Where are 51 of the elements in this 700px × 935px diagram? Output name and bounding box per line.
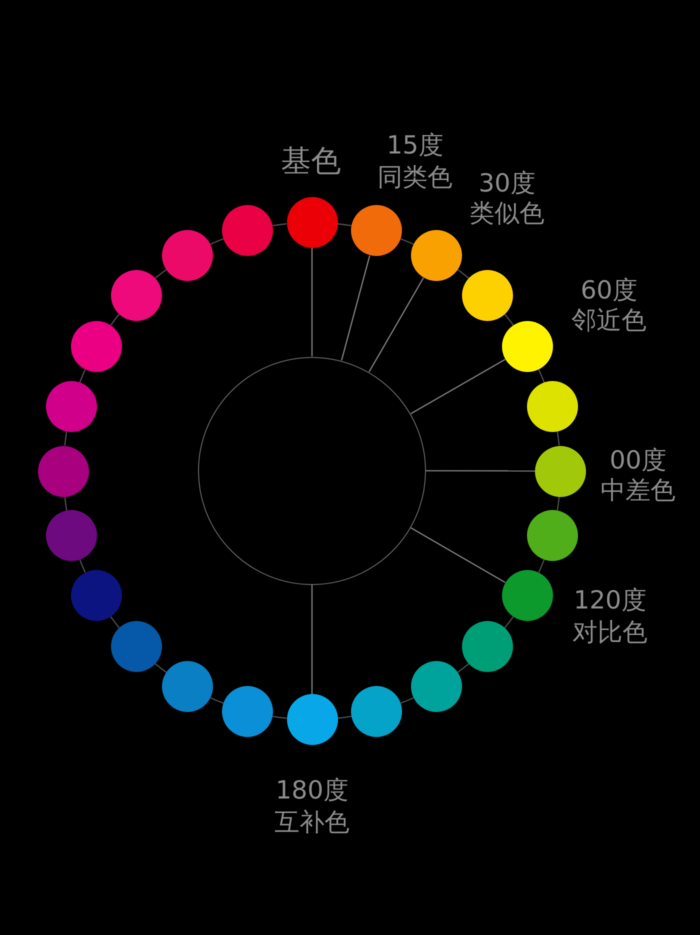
scheme-label: 互补色 — [274, 810, 350, 834]
hue-dot — [162, 230, 214, 282]
ring-arc — [154, 663, 167, 673]
scheme-label: 邻近色 — [571, 308, 646, 332]
ring-arc — [272, 223, 287, 226]
ring-arc — [400, 238, 414, 245]
ring-arc — [110, 314, 120, 326]
angle-label: 15度 — [386, 132, 444, 158]
hue-dot — [410, 660, 462, 712]
angle-label: 180度 — [276, 778, 348, 802]
scheme-label: 中差色 — [600, 478, 676, 502]
ring-arc — [64, 432, 68, 446]
ring-arc — [556, 496, 560, 510]
ring-arc — [538, 559, 545, 573]
ring-arc — [154, 269, 167, 279]
center-circle — [198, 356, 426, 584]
ring-arc — [110, 616, 120, 628]
hue-dot — [38, 446, 89, 496]
radial-line — [368, 278, 424, 372]
angle-label: 30度 — [478, 170, 536, 196]
scheme-label: 对比色 — [572, 620, 648, 644]
ring-arc — [457, 269, 470, 279]
hue-dot — [162, 660, 214, 712]
ring-arc — [64, 496, 68, 510]
scheme-label: 类似色 — [470, 200, 544, 226]
angle-label: 00度 — [610, 448, 666, 472]
ring-arc — [556, 432, 560, 446]
ring-arc — [337, 716, 352, 719]
radial-line — [311, 584, 313, 694]
ring-arc — [79, 559, 86, 573]
ring-arc — [538, 369, 545, 383]
ring-arc — [272, 716, 287, 719]
radial-line — [311, 248, 313, 356]
ring-arc — [400, 697, 414, 704]
scheme-label: 同类色 — [377, 164, 452, 190]
hue-dot — [71, 570, 122, 621]
ring-arc — [337, 223, 352, 226]
hue-dot — [71, 321, 122, 372]
radial-line — [340, 255, 370, 361]
ring-arc — [210, 697, 224, 704]
ring-arc — [504, 616, 514, 628]
radial-line — [410, 358, 506, 414]
radial-line — [426, 470, 535, 472]
base-hue-label: 基色 — [281, 147, 341, 177]
ring-arc — [504, 314, 514, 326]
angle-label: 60度 — [580, 278, 638, 302]
ring-arc — [457, 663, 470, 673]
angle-label: 120度 — [574, 588, 646, 612]
ring-arc — [79, 369, 86, 383]
radial-line — [410, 527, 506, 584]
ring-arc — [210, 238, 224, 245]
